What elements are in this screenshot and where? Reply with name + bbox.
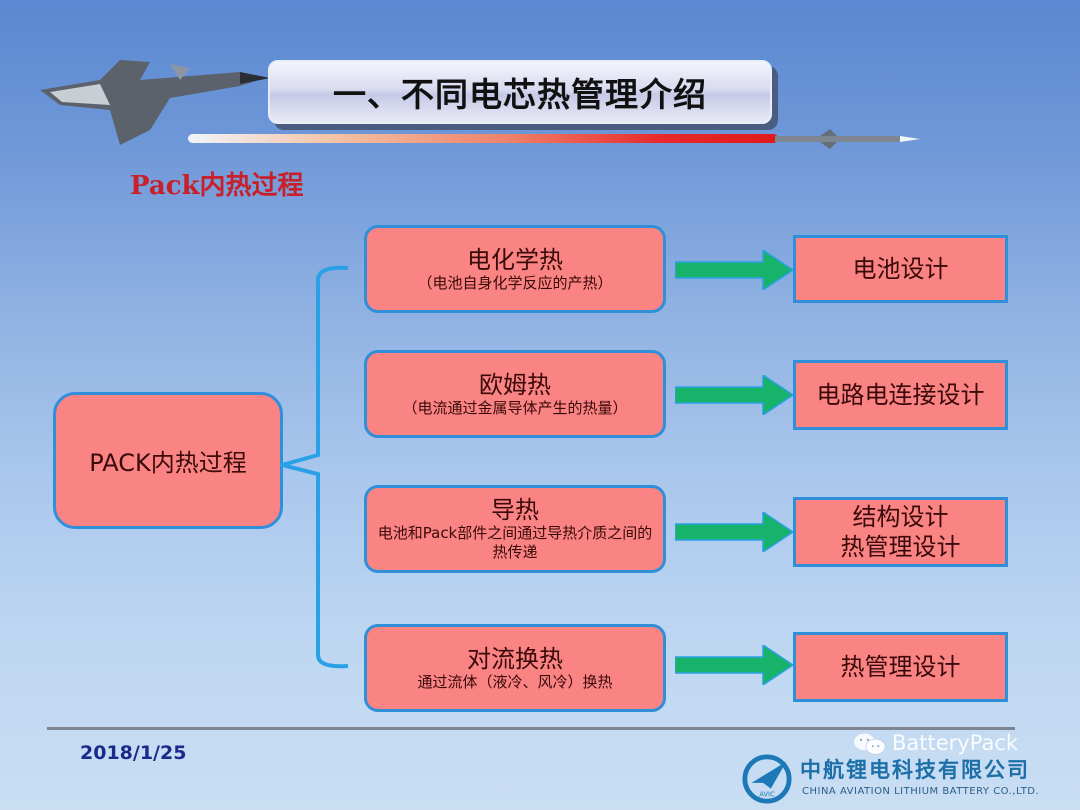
- result-node-cell-design: 电池设计: [793, 235, 1008, 303]
- process-desc: （电流通过金属导体产生的热量）: [402, 398, 628, 417]
- company-logo-icon: AVIC: [742, 754, 792, 804]
- arrow-right-icon: [675, 512, 793, 552]
- result-node-circuit-design: 电路电连接设计: [793, 360, 1008, 430]
- process-node-electrochemical: 电化学热 （电池自身化学反应的产热）: [364, 225, 666, 313]
- result-label: 热管理设计: [840, 653, 961, 681]
- fighter-jet-image: [40, 60, 270, 145]
- result-label: 电路电连接设计: [816, 381, 985, 409]
- missile-image: [775, 129, 920, 149]
- result-label: 结构设计: [852, 503, 949, 531]
- root-node-label: PACK内热过程: [89, 449, 247, 477]
- company-name-cn: 中航锂电科技有限公司: [800, 758, 1030, 782]
- process-desc: 电池和Pack部件之间通过导热介质之间的热传递: [377, 524, 653, 561]
- process-node-ohmic: 欧姆热 （电流通过金属导体产生的热量）: [364, 350, 666, 438]
- result-node-structure-thermal-design: 结构设计 热管理设计: [793, 497, 1008, 567]
- title-banner: 一、不同电芯热管理介绍: [268, 60, 772, 124]
- process-title: 对流换热: [467, 644, 563, 673]
- footer-divider: [47, 727, 1015, 730]
- process-node-convection: 对流换热 通过流体（液冷、风冷）换热: [364, 624, 666, 712]
- section-subtitle: Pack内热过程: [130, 171, 304, 201]
- result-label: 电池设计: [852, 255, 949, 283]
- arrow-right-icon: [675, 375, 793, 415]
- process-title: 电化学热: [467, 245, 563, 274]
- company-name-en: CHINA AVIATION LITHIUM BATTERY CO.,LTD.: [802, 786, 1040, 797]
- process-desc: （电池自身化学反应的产热）: [417, 273, 613, 292]
- logo-text: AVIC: [759, 790, 775, 798]
- root-node: PACK内热过程: [53, 392, 283, 529]
- missile-trail: [188, 134, 778, 143]
- arrow-right-icon: [675, 250, 793, 290]
- wechat-icon: [854, 733, 886, 755]
- watermark-text: BatteryPack: [892, 731, 1019, 755]
- result-label: 热管理设计: [840, 533, 961, 561]
- brace-connector: [280, 265, 349, 669]
- process-title: 导热: [491, 496, 539, 524]
- process-title: 欧姆热: [479, 370, 551, 399]
- result-node-thermal-design: 热管理设计: [793, 632, 1008, 702]
- process-desc: 通过流体（液冷、风冷）换热: [417, 672, 613, 691]
- slide-title: 一、不同电芯热管理介绍: [333, 75, 707, 114]
- slide-date: 2018/1/25: [80, 742, 187, 764]
- process-node-conduction: 导热 电池和Pack部件之间通过导热介质之间的热传递: [364, 485, 666, 573]
- arrow-right-icon: [675, 645, 793, 685]
